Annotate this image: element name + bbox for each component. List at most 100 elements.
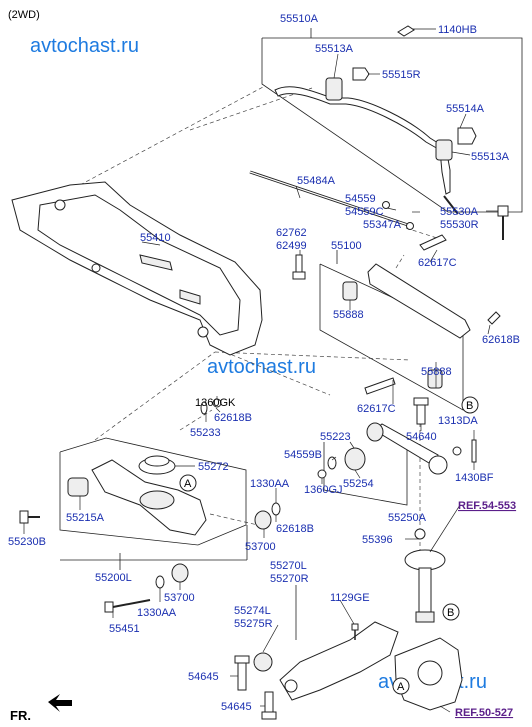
label-55274L: 55274L <box>234 605 271 617</box>
label-54559B: 54559B <box>284 449 322 461</box>
rod-55484A <box>249 170 414 230</box>
clip-1430BF <box>471 439 477 463</box>
bushing-55254 <box>344 447 366 471</box>
bolt-55451 <box>104 599 151 613</box>
crossmember-55410 <box>11 181 263 356</box>
label-55515R: 55515R <box>382 69 421 81</box>
label-62618B-right: 62618B <box>482 334 520 346</box>
label-55513A-bottom: 55513A <box>471 151 510 163</box>
bolt-62618B-right <box>487 311 501 325</box>
variant-label: (2WD) <box>8 9 40 21</box>
label-55530R: 55530R <box>440 219 479 231</box>
label-62499: 62499 <box>276 240 307 252</box>
label-55530A: 55530A <box>440 206 479 218</box>
ref-link-50-527[interactable]: REF.50-527 <box>455 707 513 719</box>
label-1330AA-top: 1330AA <box>250 478 290 490</box>
label-1313DA: 1313DA <box>438 415 478 427</box>
stabilizer-link-55530A <box>443 195 509 240</box>
stabilizer-bar <box>274 67 477 195</box>
label-1360GK: 1360GK <box>195 397 236 409</box>
assembly-dashed-lines <box>79 86 444 560</box>
ref-link-54-553[interactable]: REF.54-553 <box>458 500 516 512</box>
label-54559C: 54559C <box>345 206 384 218</box>
label-1129GE: 1129GE <box>330 592 370 604</box>
nut-55396 <box>414 528 426 540</box>
washer-1330AA-lower <box>155 575 165 589</box>
label-55272: 55272 <box>198 461 229 473</box>
lower-arm-55215A <box>67 459 207 536</box>
label-55410: 55410 <box>140 232 171 244</box>
label-1430BF: 1430BF <box>455 472 494 484</box>
label-55270R: 55270R <box>270 573 309 585</box>
label-54559: 54559 <box>345 193 376 205</box>
washer-55233 <box>200 401 208 415</box>
stabilizer-bolt-1140HB <box>397 25 436 37</box>
svg-text:A: A <box>184 478 192 490</box>
part-labels: 55510A 1140HB 55513A 55515R 55514A 55513… <box>8 13 520 713</box>
label-55230B: 55230B <box>8 536 46 548</box>
svg-text:B: B <box>447 607 454 619</box>
bolt-62617C-top <box>419 234 447 251</box>
upper-arm-55250A <box>366 422 448 475</box>
svg-text:A: A <box>397 681 405 693</box>
label-53700-bottom: 53700 <box>164 592 195 604</box>
bolt-54640 <box>413 397 429 425</box>
label-1360GJ: 1360GJ <box>304 484 343 496</box>
bushing-53700-top <box>254 510 272 530</box>
label-1140HB: 1140HB <box>438 24 477 36</box>
label-62762: 62762 <box>276 227 307 239</box>
label-55888-top: 55888 <box>333 309 364 321</box>
label-55233: 55233 <box>190 427 221 439</box>
washer-1330AA <box>271 502 281 516</box>
label-55275R: 55275R <box>234 618 273 630</box>
label-55514A: 55514A <box>446 103 485 115</box>
label-55396: 55396 <box>362 534 393 546</box>
label-62617C-top: 62617C <box>418 257 457 269</box>
marker-b-top: B <box>461 396 479 414</box>
label-1330AA-bottom: 1330AA <box>137 607 177 619</box>
bolt-62617C-mid <box>364 377 396 395</box>
bushing-53700-bottom <box>171 563 189 583</box>
stabilizer-group-outline <box>261 28 523 213</box>
label-55888-bottom: 55888 <box>421 366 452 378</box>
upper-arm-group-outline <box>323 442 408 506</box>
front-label: FR. <box>10 708 31 723</box>
nut-1360GJ <box>317 469 327 479</box>
bolt-55230B <box>19 510 40 524</box>
label-55254: 55254 <box>343 478 374 490</box>
watermark-top: avtochast.ru <box>30 35 139 57</box>
label-55250A: 55250A <box>388 512 427 524</box>
label-55513A-top: 55513A <box>315 43 354 55</box>
marker-a-top: A <box>179 474 197 492</box>
label-55223: 55223 <box>320 431 351 443</box>
label-53700-top: 53700 <box>245 541 276 553</box>
label-62617C-mid: 62617C <box>357 403 396 415</box>
spring-seat-55272 <box>138 455 176 475</box>
front-direction-arrow <box>48 694 72 712</box>
watermark-middle: avtochast.ru <box>207 356 316 378</box>
washer-54559B <box>327 456 337 470</box>
lower-arm-group-outline <box>59 437 247 546</box>
label-55100: 55100 <box>331 240 362 252</box>
bolt-1129GE <box>351 623 359 640</box>
leader-lines <box>23 53 498 713</box>
marker-a-bottom: A <box>392 677 410 695</box>
label-62618B-lower: 62618B <box>276 523 314 535</box>
bolt-54645-top <box>234 655 250 691</box>
label-54640: 54640 <box>406 431 437 443</box>
label-62618B-mid: 62618B <box>214 412 252 424</box>
label-54645-top: 54645 <box>188 671 219 683</box>
spindle-arm-55270L <box>279 621 399 701</box>
knuckle <box>394 637 463 711</box>
shock-absorber <box>404 549 446 623</box>
label-55270L: 55270L <box>270 560 307 572</box>
bolt-54645-bottom <box>261 691 277 720</box>
label-55215A: 55215A <box>66 512 105 524</box>
label-55451: 55451 <box>109 623 140 635</box>
nut-1313DA <box>452 446 462 456</box>
label-54645-bottom: 54645 <box>221 701 252 713</box>
label-55510A: 55510A <box>280 13 319 25</box>
bushing-55274L <box>253 652 273 672</box>
label-55484A: 55484A <box>297 175 336 187</box>
